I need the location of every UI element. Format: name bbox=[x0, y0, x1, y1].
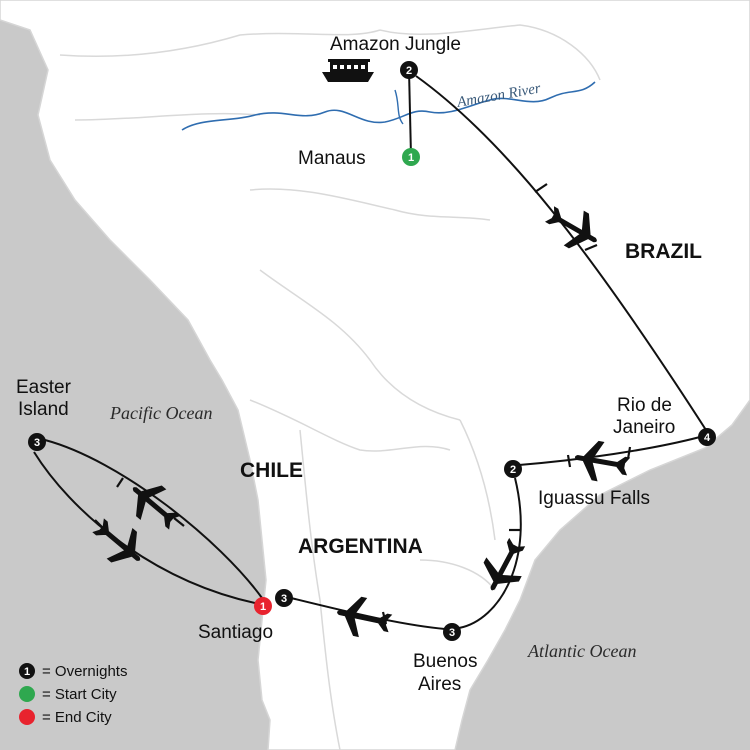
label-atlantic-ocean: Atlantic Ocean bbox=[527, 641, 636, 661]
end-marker-santiago: 1 bbox=[254, 597, 272, 615]
svg-text:3: 3 bbox=[281, 593, 287, 605]
legend-start-city: = Start City bbox=[19, 686, 117, 703]
route-santiago-easter-upper bbox=[44, 439, 263, 599]
svg-text:= End City: = End City bbox=[42, 709, 112, 726]
legend-end-city: = End City bbox=[19, 709, 112, 726]
stop-marker-iguassu: 2 bbox=[504, 460, 522, 478]
svg-text:2: 2 bbox=[510, 464, 516, 476]
label-rio-line1: Rio de bbox=[617, 395, 672, 416]
tour-route bbox=[33, 69, 707, 630]
stop-marker-rio: 4 bbox=[698, 428, 716, 446]
label-argentina: ARGENTINA bbox=[298, 535, 423, 558]
legend-overnights: 1 = Overnights bbox=[19, 663, 127, 680]
label-iguassu-falls: Iguassu Falls bbox=[538, 488, 650, 509]
stop-marker-buenos-aires: 3 bbox=[443, 623, 461, 641]
airplane-icon bbox=[337, 596, 393, 638]
svg-text:1: 1 bbox=[408, 152, 414, 164]
svg-text:2: 2 bbox=[406, 65, 412, 77]
amazon-river bbox=[181, 81, 596, 131]
label-amazon-jungle: Amazon Jungle bbox=[330, 34, 461, 55]
airplane-icon bbox=[483, 537, 526, 591]
route-jungle-rio bbox=[415, 75, 707, 431]
label-santiago: Santiago bbox=[198, 622, 273, 643]
svg-text:4: 4 bbox=[704, 432, 711, 444]
stop-marker-manaus: 1 bbox=[402, 148, 420, 166]
svg-text:1: 1 bbox=[260, 601, 266, 613]
label-pacific-ocean: Pacific Ocean bbox=[109, 403, 212, 423]
route-rio-iguassu bbox=[518, 436, 701, 466]
airplane-icon bbox=[574, 440, 631, 482]
svg-text:3: 3 bbox=[449, 627, 455, 639]
label-chile: CHILE bbox=[240, 459, 303, 482]
amazon-tributary bbox=[394, 89, 404, 125]
svg-text:1: 1 bbox=[24, 666, 30, 678]
stop-marker-santiago: 3 bbox=[275, 589, 293, 607]
map-legend: 1 = Overnights = Start City = End City bbox=[19, 663, 127, 726]
country-borders bbox=[59, 24, 601, 750]
svg-text:= Overnights: = Overnights bbox=[42, 663, 127, 680]
airplane-icon bbox=[92, 518, 141, 563]
label-manaus: Manaus bbox=[298, 148, 366, 169]
label-brazil: BRAZIL bbox=[625, 240, 702, 263]
svg-text:3: 3 bbox=[34, 437, 40, 449]
airplane-icon bbox=[544, 206, 597, 249]
airplane-icon bbox=[132, 485, 181, 530]
boat-icon bbox=[322, 59, 374, 82]
label-buenos-line1: Buenos bbox=[413, 651, 477, 672]
stop-marker-easter-island: 3 bbox=[28, 433, 46, 451]
label-easter-line2: Island bbox=[18, 399, 69, 420]
label-easter-line1: Easter bbox=[16, 377, 72, 398]
label-buenos-line2: Aires bbox=[418, 674, 461, 695]
svg-text:= Start City: = Start City bbox=[42, 686, 117, 703]
route-manaus-jungle bbox=[408, 69, 412, 157]
label-rio-line2: Janeiro bbox=[613, 417, 675, 438]
stop-marker-amazon-jungle: 2 bbox=[400, 61, 418, 79]
